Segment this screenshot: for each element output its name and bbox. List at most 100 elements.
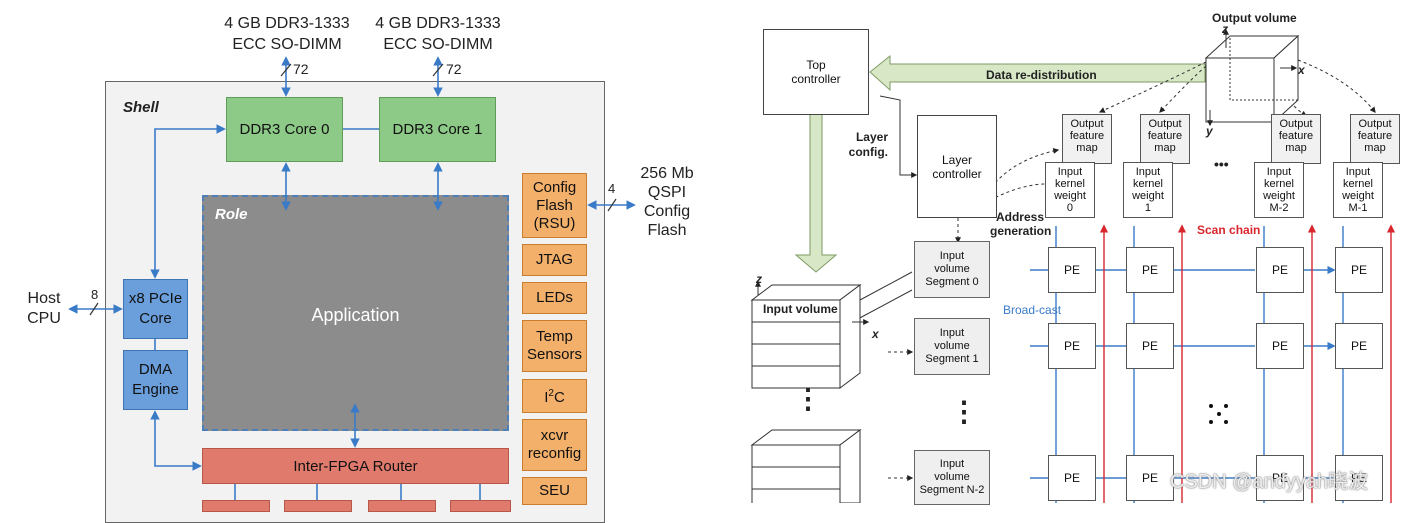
redistribution-arrow — [869, 54, 1206, 92]
input-kernel-weight-1: Input kernel weight 1 — [1123, 162, 1173, 218]
output-axis-x: x — [1298, 63, 1305, 77]
pe-1-m2: PE — [1256, 323, 1304, 369]
pe-label: PE — [1271, 263, 1288, 277]
fpga-connections — [68, 56, 636, 500]
ikw-m1-label: Input kernel weight M-1 — [1342, 166, 1374, 214]
ofm-m1-label: Output feature map — [1357, 118, 1393, 154]
pe-n2-m2: PE — [1256, 455, 1304, 501]
config-flash-rsu: Config Flash (RSU) — [522, 173, 587, 238]
dma-engine-label: DMA Engine — [132, 361, 179, 398]
ikw-1-label: Input kernel weight 1 — [1132, 166, 1164, 214]
scan-chain-label: Scan chain — [1197, 223, 1261, 237]
pe-0-0: PE — [1048, 247, 1096, 293]
jtag-block: JTAG — [522, 244, 587, 276]
input-kernel-weight-m1: Input kernel weight M-1 — [1333, 162, 1383, 218]
address-generation-label: Address generation — [990, 210, 1052, 238]
pe-label: PE — [1350, 471, 1367, 485]
pe-label: PE — [1350, 339, 1367, 353]
pe-0-m1: PE — [1335, 247, 1383, 293]
top-controller: Top controller — [763, 29, 869, 115]
temp-sensors-label: Temp Sensors — [526, 328, 583, 363]
inter-fpga-router-label: Inter-FPGA Router — [293, 457, 418, 475]
ddr3-core-1-label: DDR3 Core 1 — [392, 121, 483, 138]
diagonal-ellipsis — [1208, 403, 1230, 425]
pe-label: PE — [1063, 339, 1080, 353]
segment-n2-label: Input volume Segment N-2 — [919, 458, 985, 496]
pe-label: PE — [1271, 339, 1288, 353]
pe-label: PE — [1271, 471, 1288, 485]
ofm-m2-label: Output feature map — [1278, 118, 1314, 154]
watermark: CSDN @andyyah晓波 — [1170, 471, 1369, 493]
pe-0-m2: PE — [1256, 247, 1304, 293]
input-axis-x: x — [872, 327, 879, 341]
pe-n2-m1: PE — [1335, 455, 1383, 501]
ddr-bus-width-1: 72 — [446, 61, 462, 77]
pcie-core: x8 PCIe Core — [123, 279, 188, 339]
pcie-ddr-link — [150, 124, 226, 279]
rows-ellipsis-segment: ⋮ — [950, 396, 978, 427]
output-feature-map-0: Output feature map — [1062, 114, 1112, 164]
input-volume-segment-n2: Input volume Segment N-2 — [914, 450, 990, 505]
qspi-bus-width: 4 — [608, 181, 616, 196]
pe-label: PE — [1063, 263, 1080, 277]
inter-fpga-router: Inter-FPGA Router — [202, 448, 509, 484]
output-feature-map-m2: Output feature map — [1271, 114, 1321, 164]
temp-sensors-block: Temp Sensors — [522, 320, 587, 372]
ofm-0-label: Output feature map — [1069, 118, 1105, 154]
pe-n2-1: PE — [1126, 455, 1174, 501]
ddr3-core-0-label: DDR3 Core 0 — [239, 121, 330, 138]
pcie-core-label: x8 PCIe Core — [128, 290, 183, 327]
pe-label: PE — [1141, 471, 1158, 485]
leds-label: LEDs — [536, 289, 573, 306]
ikw-0-label: Input kernel weight 0 — [1054, 166, 1086, 214]
layer-config-label: Layer config. — [848, 130, 888, 159]
xcvr-reconfig-label: xcvr reconfig — [527, 427, 582, 462]
ddr3-core-0: DDR3 Core 0 — [226, 97, 343, 162]
output-axis-z: z — [1222, 22, 1228, 36]
seu-block: SEU — [522, 477, 587, 505]
top-controller-label: Top controller — [791, 58, 841, 86]
broadcast-label: Broad-cast — [1003, 303, 1062, 317]
top-to-input-arrow — [794, 111, 838, 273]
input-volume-label: Input volume — [763, 302, 838, 316]
i2c-label: I2C — [544, 388, 565, 406]
seu-label: SEU — [539, 482, 570, 499]
pe-label: PE — [1141, 263, 1158, 277]
i2c-block: I2C — [522, 379, 587, 413]
input-kernel-weight-0: Input kernel weight 0 — [1045, 162, 1095, 218]
shell-label: Shell — [123, 99, 159, 116]
segment-1-label: Input volume Segment 1 — [925, 327, 979, 365]
layer-controller: Layer controller — [917, 115, 997, 218]
pe-1-0: PE — [1048, 323, 1096, 369]
leds-block: LEDs — [522, 282, 587, 314]
dma-router-link — [150, 410, 202, 471]
ddr-dimm-label-1: 4 GB DDR3-1333 ECC SO-DIMM — [375, 15, 501, 53]
pe-label: PE — [1141, 339, 1158, 353]
host-cpu-label: Host CPU — [27, 290, 61, 327]
output-axis-y: y — [1206, 124, 1213, 138]
pe-1-m1: PE — [1335, 323, 1383, 369]
layer-controller-label: Layer controller — [932, 152, 982, 181]
input-volume-segment-1: Input volume Segment 1 — [914, 318, 990, 375]
ddr-bus-width-0: 72 — [293, 61, 309, 77]
pe-n2-0: PE — [1048, 455, 1096, 501]
pe-0-1: PE — [1126, 247, 1174, 293]
pe-label: PE — [1063, 471, 1080, 485]
qspi-config-flash-label: 256 Mb QSPI Config Flash — [640, 165, 694, 239]
role-region — [202, 195, 509, 431]
segment-0-label: Input volume Segment 0 — [925, 250, 979, 288]
ddr3-core-1: DDR3 Core 1 — [379, 97, 496, 162]
ddr-dimm-label-0: 4 GB DDR3-1333 ECC SO-DIMM — [224, 15, 350, 53]
data-redistribution-label: Data re-distribution — [986, 68, 1097, 82]
dma-engine: DMA Engine — [123, 350, 188, 410]
config-flash-rsu-label: Config Flash (RSU) — [532, 178, 577, 232]
pe-1-1: PE — [1126, 323, 1174, 369]
output-volume-label: Output volume — [1212, 11, 1297, 25]
output-feature-map-1: Output feature map — [1140, 114, 1190, 164]
application-label: Application — [311, 305, 400, 325]
columns-ellipsis: ••• — [1214, 156, 1229, 172]
jtag-label: JTAG — [535, 251, 574, 268]
input-volume-segment-0: Input volume Segment 0 — [914, 241, 990, 298]
ofm-1-label: Output feature map — [1147, 118, 1183, 154]
pcie-lane-width: 8 — [91, 287, 99, 302]
